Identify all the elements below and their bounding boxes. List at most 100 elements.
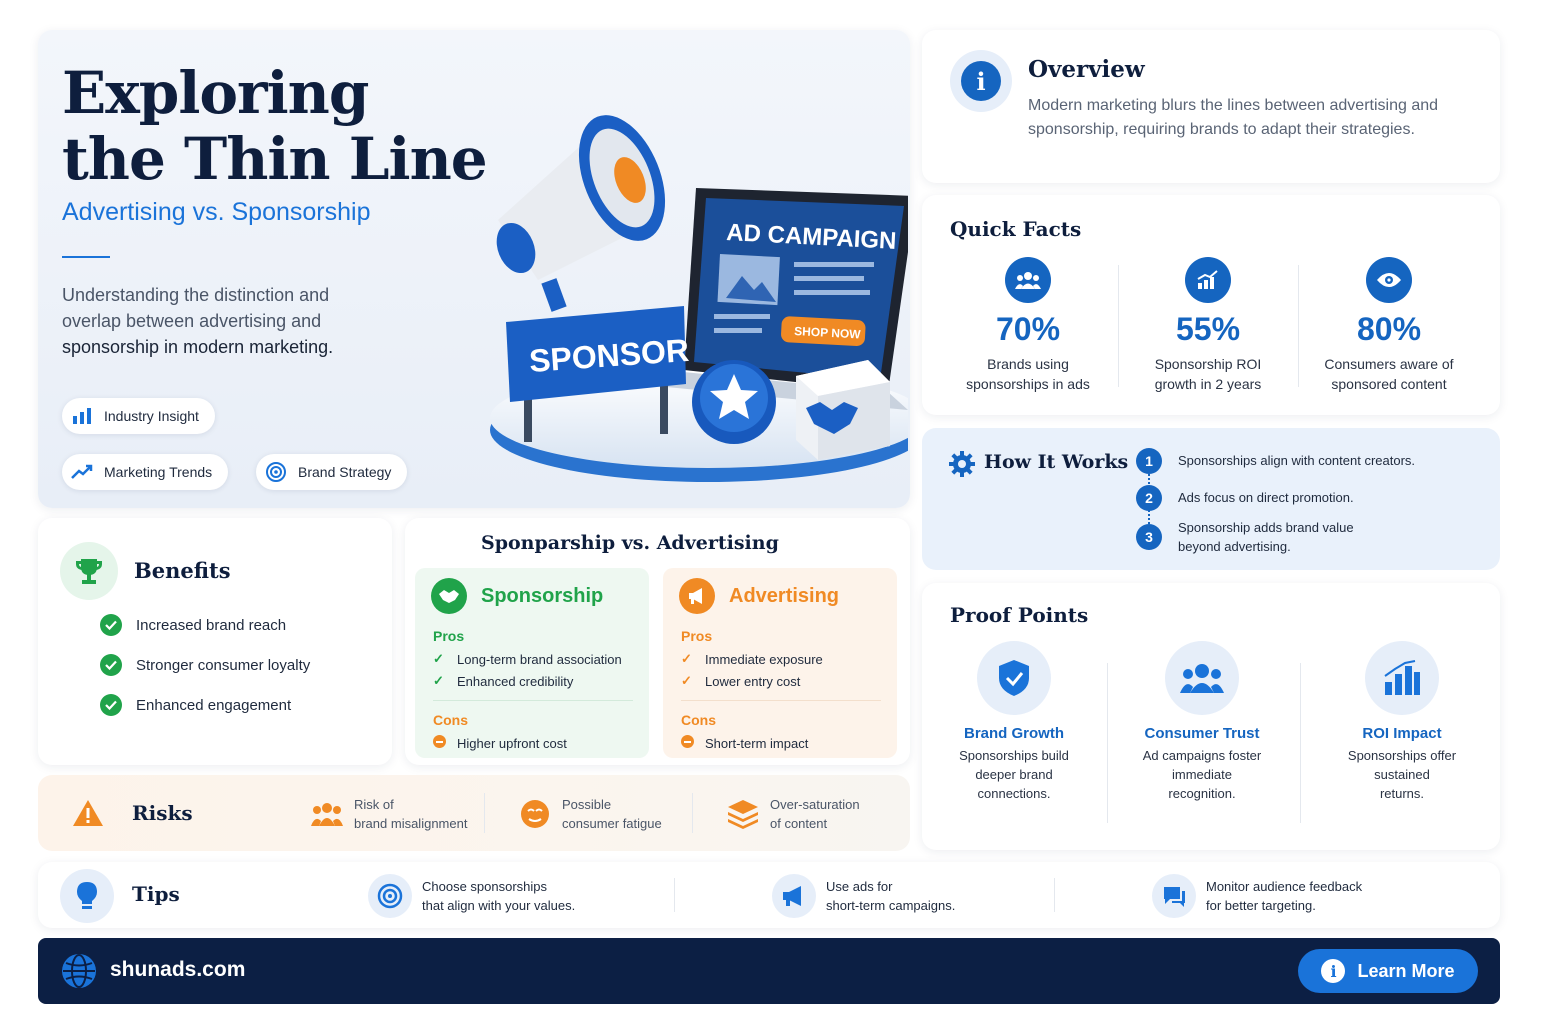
growth-chart-icon [1185,257,1231,303]
warning-icon [72,799,104,832]
sponsorship-column: Sponsorship Pros ✓Long-term brand associ… [415,568,649,758]
fact-value: 80% [1356,311,1422,347]
layers-icon [726,797,760,831]
tag-marketing-trends[interactable]: Marketing Trends [62,454,229,490]
con-item: Short-term impact [681,735,808,751]
lightbulb-icon [60,869,114,923]
tag-brand-strategy[interactable]: Brand Strategy [256,454,408,490]
bar-chart-icon [1365,641,1439,715]
divider [692,793,693,833]
proof-title: ROI Impact [1362,725,1442,742]
handshake-icon [431,578,467,614]
footer-bar: shunads.com i Learn More [38,938,1500,1004]
step-item: 1 Sponsorships align with content creato… [1136,448,1415,474]
benefits-card: Benefits Increased brand reach Stronger … [38,518,392,765]
fact-value: 70% [995,311,1061,347]
step-text: Sponsorships align with content creators… [1178,453,1416,468]
check-icon: ✓ [681,651,692,666]
sponsor-sign-illustration: SPONSOR [506,306,690,442]
benefit-label: Stronger consumer loyalty [136,656,311,674]
check-icon: ✓ [433,673,444,688]
pro-item: ✓Immediate exposure [681,651,823,667]
tips-title: Tips [132,882,180,906]
target-icon [368,874,412,918]
proof-points-card: Proof Points Brand Growth Sponsorships b… [922,583,1500,850]
hero-description-text: Understanding the distinction and overla… [62,285,330,331]
proof-title: Brand Growth [964,725,1064,742]
con-item: Higher upfront cost [433,735,567,751]
pros-label: Pros [681,628,713,644]
risks-title: Risks [132,801,193,825]
bar-chart-icon [70,404,94,428]
proof-title: Consumer Trust [1144,725,1260,742]
cons-label: Cons [681,712,716,728]
minus-icon [681,735,695,751]
benefits-title: Benefits [134,558,231,583]
learn-more-button[interactable]: i Learn More [1298,949,1478,993]
divider [674,878,675,912]
step-number: 3 [1136,524,1162,550]
sponsorship-heading: Sponsorship [481,584,604,607]
benefit-item: Stronger consumer loyalty [100,654,310,676]
hero-title: Exploring the Thin Line [62,60,488,193]
handshake-cube-illustration [796,360,890,460]
check-icon: ✓ [433,651,444,666]
pro-item: ✓Enhanced credibility [433,673,574,689]
step-number: 2 [1136,485,1162,511]
benefit-label: Increased brand reach [136,616,287,634]
check-icon [100,694,122,716]
eye-icon [1366,257,1412,303]
info-icon: i [1321,959,1346,983]
people-icon [1005,257,1051,303]
tag-label: Industry Insight [104,408,199,424]
proof-points-title: Proof Points [950,603,1089,627]
site-name[interactable]: shunads.com [110,958,246,981]
advertising-heading: Advertising [729,584,840,607]
check-icon [100,654,122,676]
globe-icon [60,952,98,995]
check-icon: ✓ [681,673,692,688]
benefit-label: Enhanced engagement [136,696,292,714]
tag-industry-insight[interactable]: Industry Insight [62,398,215,434]
how-it-works-title: How It Works [984,451,1129,473]
hero-title-line2: the Thin Line [62,125,488,193]
pro-item: ✓Long-term brand association [433,651,622,667]
pro-item: ✓Lower entry cost [681,673,801,689]
trend-line-icon [70,460,94,484]
trophy-icon [60,542,118,600]
overview-title: Overview [1028,56,1145,83]
divider [1054,878,1055,912]
divider [1298,265,1299,387]
shield-icon [977,641,1051,715]
hero-illustration: AD CAMPAIGN SHOP NOW SPONSOR [490,115,908,482]
advertising-column: Advertising Pros ✓Immediate exposure ✓Lo… [663,568,897,758]
gear-icon [948,450,976,483]
target-icon [264,460,288,484]
pros-label: Pros [433,628,465,644]
divider [1107,663,1108,823]
divider [681,700,881,701]
divider [1118,265,1119,387]
divider [433,700,633,701]
